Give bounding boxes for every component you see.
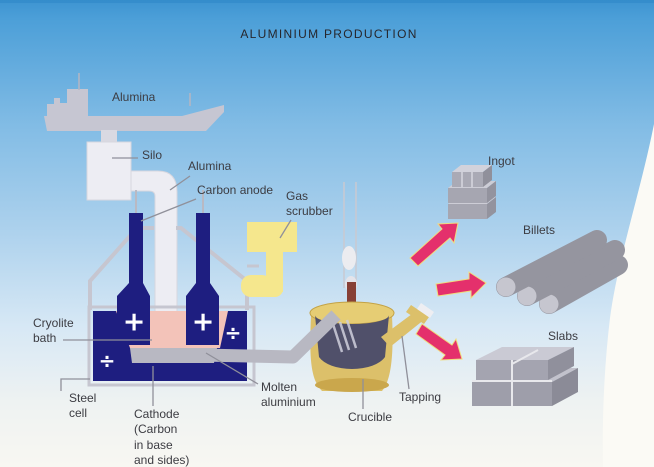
alumina-feed-leader (169, 175, 191, 191)
label-alumina-feed: Alumina (188, 159, 232, 173)
hoist-cables (343, 182, 357, 288)
molten-leader (205, 352, 259, 385)
gas-scrubber-leader (279, 219, 292, 239)
label-alumina-ship: Alumina (112, 90, 156, 104)
molten-metal-pipe (200, 310, 341, 364)
label-molten-aluminium: Molten aluminium (261, 380, 316, 410)
label-crucible: Crucible (348, 410, 393, 424)
label-slabs: Slabs (548, 329, 579, 343)
steel-cell-shell (87, 305, 256, 387)
page-edge (602, 124, 654, 467)
label-gas-scrubber: Gas scrubber (286, 189, 333, 219)
carbon-anode-left (117, 213, 150, 345)
anode-plus-symbol-right: + (191, 306, 215, 338)
label-tapping: Tapping (399, 390, 442, 404)
label-carbon-anode: Carbon anode (197, 183, 274, 197)
slabs-illustration (472, 347, 578, 406)
tapping-leader (401, 335, 410, 390)
cathode-symbol-left: ÷ (98, 349, 116, 373)
ship-masts (78, 73, 191, 106)
electrolytic-cell (87, 190, 256, 387)
label-silo: Silo (142, 148, 163, 162)
carbon-anode-leader (140, 198, 197, 222)
arrow-to-ingot (409, 222, 459, 267)
ingot-illustration (448, 165, 496, 219)
alumina-ship-illustration (44, 73, 224, 131)
silo-and-feed-pipe (86, 130, 178, 313)
label-cathode: Cathode (Carbon in base and sides) (134, 407, 190, 467)
carbon-anode-right (186, 213, 219, 345)
label-cryolite-bath: Cryolite bath (33, 316, 74, 346)
label-steel-cell: Steel cell (69, 391, 97, 421)
arrow-to-slabs (415, 323, 463, 361)
top-edge (0, 0, 654, 3)
molten-aluminium-layer (130, 348, 217, 363)
process-arrows (409, 222, 487, 361)
tapping-spout (381, 311, 425, 347)
label-billets: Billets (523, 223, 556, 237)
diagram-title: ALUMINIUM PRODUCTION (240, 27, 418, 41)
cathode-symbol-right: ÷ (224, 321, 242, 345)
gas-scrubber-illustration (241, 222, 297, 297)
crucible-illustration (309, 182, 434, 392)
arrow-to-billets (435, 271, 487, 300)
label-ingot: Ingot (488, 154, 515, 168)
leader-lines (60, 157, 410, 409)
anode-plus-symbol-left: + (122, 306, 146, 338)
steel-cell-leader (60, 378, 90, 391)
billets-illustration (496, 230, 628, 314)
anode-rods (135, 190, 204, 213)
